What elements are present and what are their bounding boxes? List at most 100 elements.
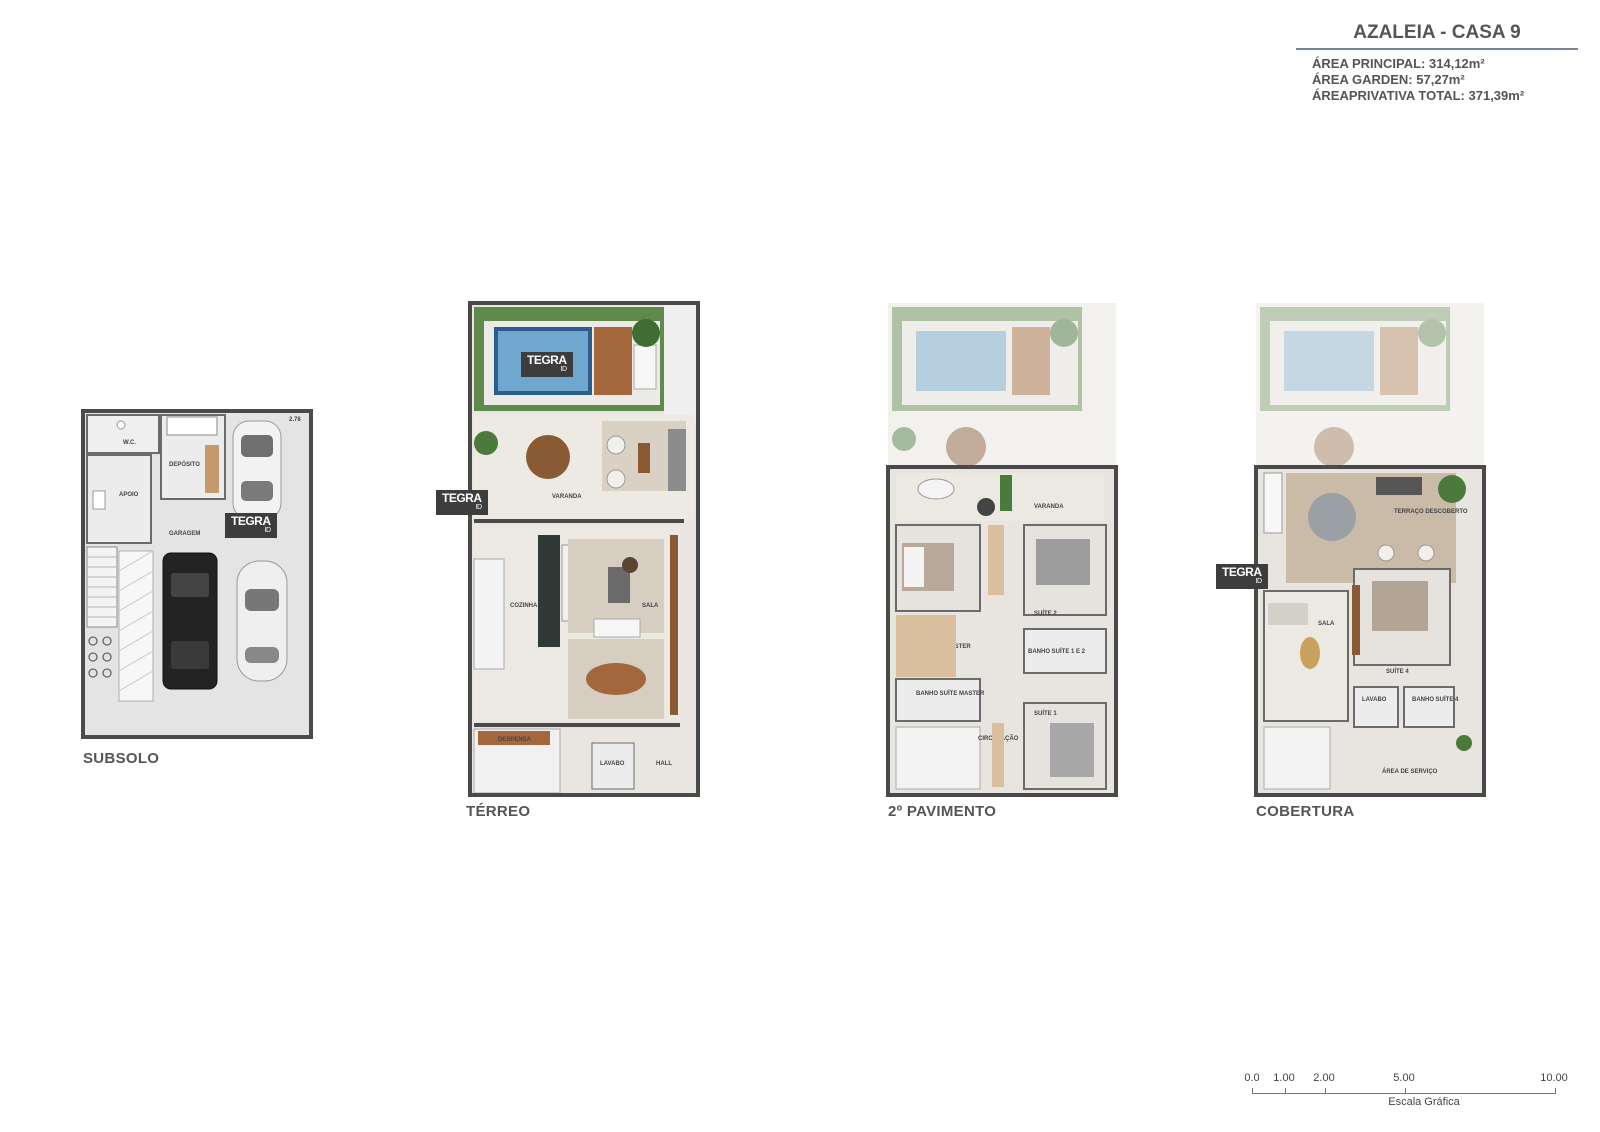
scale-tick-10: 10.00	[1540, 1072, 1568, 1084]
lounge-chair-icon	[977, 498, 995, 516]
subsolo-deposito-label: DEPÓSITO	[169, 460, 200, 468]
plant-icon-4	[1456, 735, 1472, 751]
scale-tick-1: 1.00	[1273, 1072, 1295, 1084]
area-garden: ÁREA GARDEN: 57,27m²	[1296, 72, 1578, 88]
wood-panel-icon	[670, 535, 678, 715]
area-principal: ÁREA PRINCIPAL: 314,12m²	[1296, 56, 1578, 72]
title-divider	[1296, 48, 1578, 50]
storage-shelf-icon	[205, 445, 219, 493]
cob-stair	[1263, 726, 1331, 790]
area-privativa-label: ÁREAPRIVATIVA TOTAL:	[1312, 88, 1465, 103]
pav2-suite2-label: SUÍTE 2	[1034, 609, 1057, 617]
graphic-scale: 0.0 1.00 2.00 5.00 10.00 Escala Gráfica	[1244, 1072, 1567, 1108]
area-privativa: ÁREAPRIVATIVA TOTAL: 371,39m²	[1296, 88, 1578, 104]
shelf-icon	[992, 723, 1004, 787]
side-path	[664, 303, 698, 423]
badge-sub: ID	[475, 504, 482, 511]
subsolo-wc-label: W.C.	[123, 440, 136, 446]
toilet-icon	[116, 420, 126, 430]
label-terreo: TÉRREO	[466, 803, 531, 820]
label-cobertura: COBERTURA	[1256, 803, 1355, 820]
sun-lounger-icon	[633, 344, 657, 390]
wood-deck	[594, 327, 632, 395]
terreo-hall-label: HALL	[656, 761, 672, 767]
terreo-lavabo-label: LAVABO	[600, 761, 625, 767]
subsolo-garagem-label: GARAGEM	[169, 531, 200, 537]
plant-icon-3	[1438, 475, 1466, 503]
plan-pavimento2: VARANDA SUÍTE MASTER BANHO SUÍTE MASTER …	[886, 303, 1118, 797]
subsolo-wc-room	[86, 414, 160, 454]
plan-subsolo: W.C. DEPÓSITO APOIO	[81, 409, 313, 739]
pav2-suite1-label: SUÍTE 1	[1034, 709, 1057, 717]
bed-pillows-icon	[904, 547, 924, 587]
plant-icon-2	[1000, 475, 1012, 511]
cob-garden-ghost	[1260, 307, 1450, 467]
cobertura-drawing: TERRAÇO DESCOBERTO SALA SUÍTE 4 LAVABO B…	[1254, 303, 1486, 797]
area-principal-value: 314,12m²	[1429, 56, 1485, 71]
pav2-varanda-label: VARANDA	[1034, 504, 1064, 510]
subsolo-outer-wall	[81, 409, 313, 739]
cob-sala-label: SALA	[1318, 621, 1335, 627]
cob-banho4-room	[1403, 686, 1455, 728]
bed-icon-2	[1036, 539, 1090, 585]
label-subsolo: SUBSOLO	[83, 750, 160, 767]
ramp-hatching	[118, 550, 154, 692]
grill-icon	[1263, 472, 1283, 534]
armchair-icon-5	[1417, 544, 1435, 562]
cob-suite4-label: SUÍTE 4	[1386, 667, 1409, 675]
label-pavimento2: 2º PAVIMENTO	[888, 803, 997, 820]
badge-sub: ID	[264, 527, 271, 534]
white-sedan-icon	[236, 560, 288, 682]
closet-icon	[896, 615, 956, 677]
ottoman-icon	[593, 618, 641, 638]
pav2-banho-12-room	[1023, 628, 1107, 674]
black-suv-icon	[162, 552, 218, 690]
scale-tick-5: 5.00	[1393, 1072, 1415, 1084]
pavimento2-drawing: VARANDA SUÍTE MASTER BANHO SUÍTE MASTER …	[886, 303, 1118, 797]
cob-terraco-label: TERRAÇO DESCOBERTO	[1394, 509, 1468, 515]
bed-icon-4	[1372, 581, 1428, 631]
pav2-garden-ghost	[892, 307, 1082, 467]
plan-terreo: VARANDA COZINHA SALA DESPENSA LAVABO	[468, 301, 700, 797]
outdoor-sofa-icon	[1376, 477, 1422, 495]
wood-panel-icon-2	[1352, 585, 1360, 655]
badge-text: TEGRA	[1222, 565, 1262, 579]
subsolo-apoio-label: APOIO	[119, 492, 139, 498]
armchair-icon-2	[606, 469, 626, 489]
armchair-icon	[606, 435, 626, 455]
property-info: AZALEIA - CASA 9 ÁREA PRINCIPAL: 314,12m…	[1296, 22, 1578, 104]
closet-icon-2	[988, 525, 1004, 595]
terreo-wall	[474, 519, 684, 523]
pav2-banho-master-label: BANHO SUÍTE MASTER	[916, 689, 985, 697]
terreo-outer-wall	[468, 301, 700, 797]
area-garden-value: 57,27m²	[1416, 72, 1465, 87]
coffee-table-icon	[638, 443, 650, 473]
subsolo-drawing: W.C. DEPÓSITO APOIO	[81, 409, 313, 739]
white-suv-icon	[232, 420, 282, 520]
cob-banho4-label: BANHO SUÍTE 4	[1412, 695, 1459, 703]
terreo-varanda-label: VARANDA	[552, 494, 582, 500]
terreo-drawing: VARANDA COZINHA SALA DESPENSA LAVABO	[468, 301, 700, 797]
scale-bar	[1252, 1088, 1556, 1094]
palm-tree-icon	[632, 319, 660, 347]
pantry-shelf-icon	[478, 731, 550, 745]
badge-sub: ID	[560, 366, 567, 373]
kitchen-counter-icon	[538, 535, 560, 647]
lounge-table-icon	[917, 478, 955, 500]
badge-text: TEGRA	[442, 491, 482, 505]
scale-tick-0: 0.0	[1244, 1072, 1260, 1084]
sofa-icon	[668, 429, 686, 491]
property-title: AZALEIA - CASA 9	[1353, 22, 1521, 43]
scale-caption: Escala Gráfica	[1388, 1096, 1460, 1108]
bed-icon-3	[1050, 723, 1094, 777]
area-privativa-value: 371,39m²	[1468, 88, 1525, 103]
scale-ticks: 0.0 1.00 2.00 5.00 10.00	[1244, 1072, 1567, 1088]
terreo-lavabo-room	[591, 742, 635, 790]
shelving-icon	[166, 416, 218, 436]
pav2-stair	[895, 726, 981, 790]
bicycle-icon	[88, 636, 112, 678]
dining-table-icon	[586, 663, 646, 695]
stair-steps	[87, 556, 117, 618]
